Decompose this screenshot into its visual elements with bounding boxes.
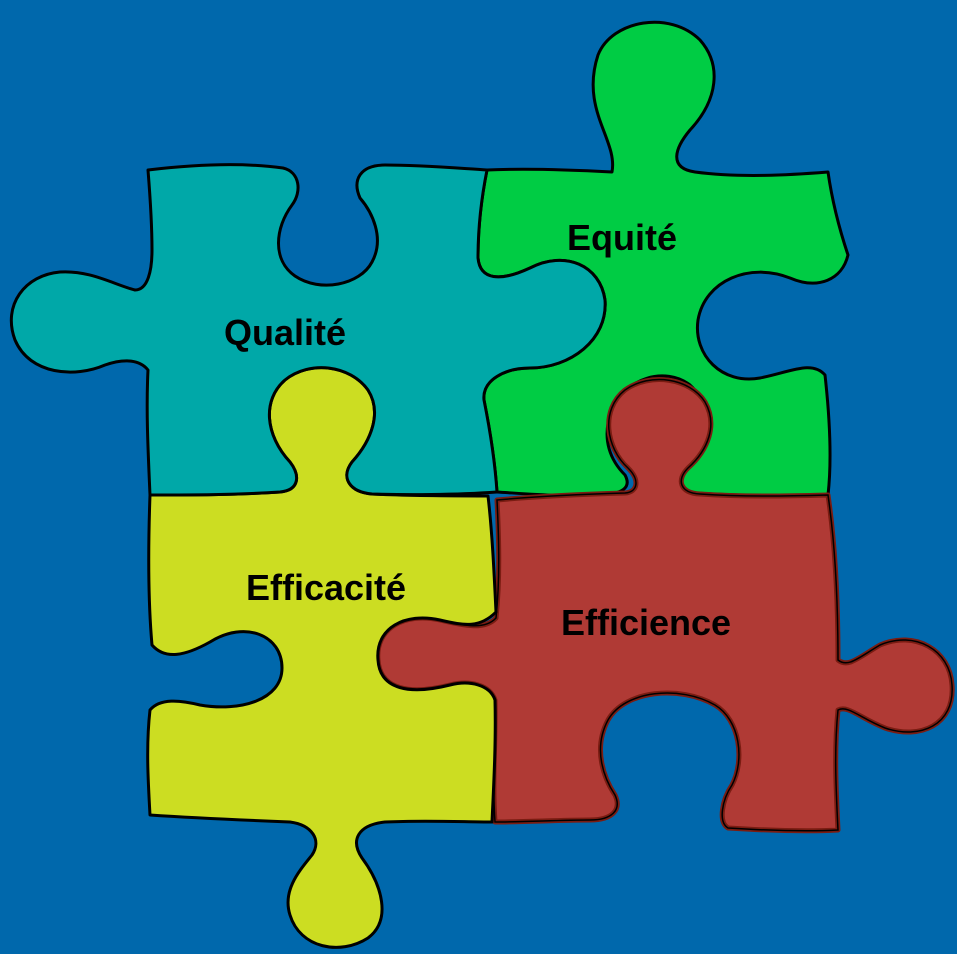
label-efficience: Efficience <box>561 602 731 643</box>
label-qualite: Qualité <box>224 312 346 353</box>
puzzle-piece-qualite <box>9 163 607 497</box>
label-efficacite: Efficacité <box>246 567 406 608</box>
label-equite: Equité <box>567 217 677 258</box>
